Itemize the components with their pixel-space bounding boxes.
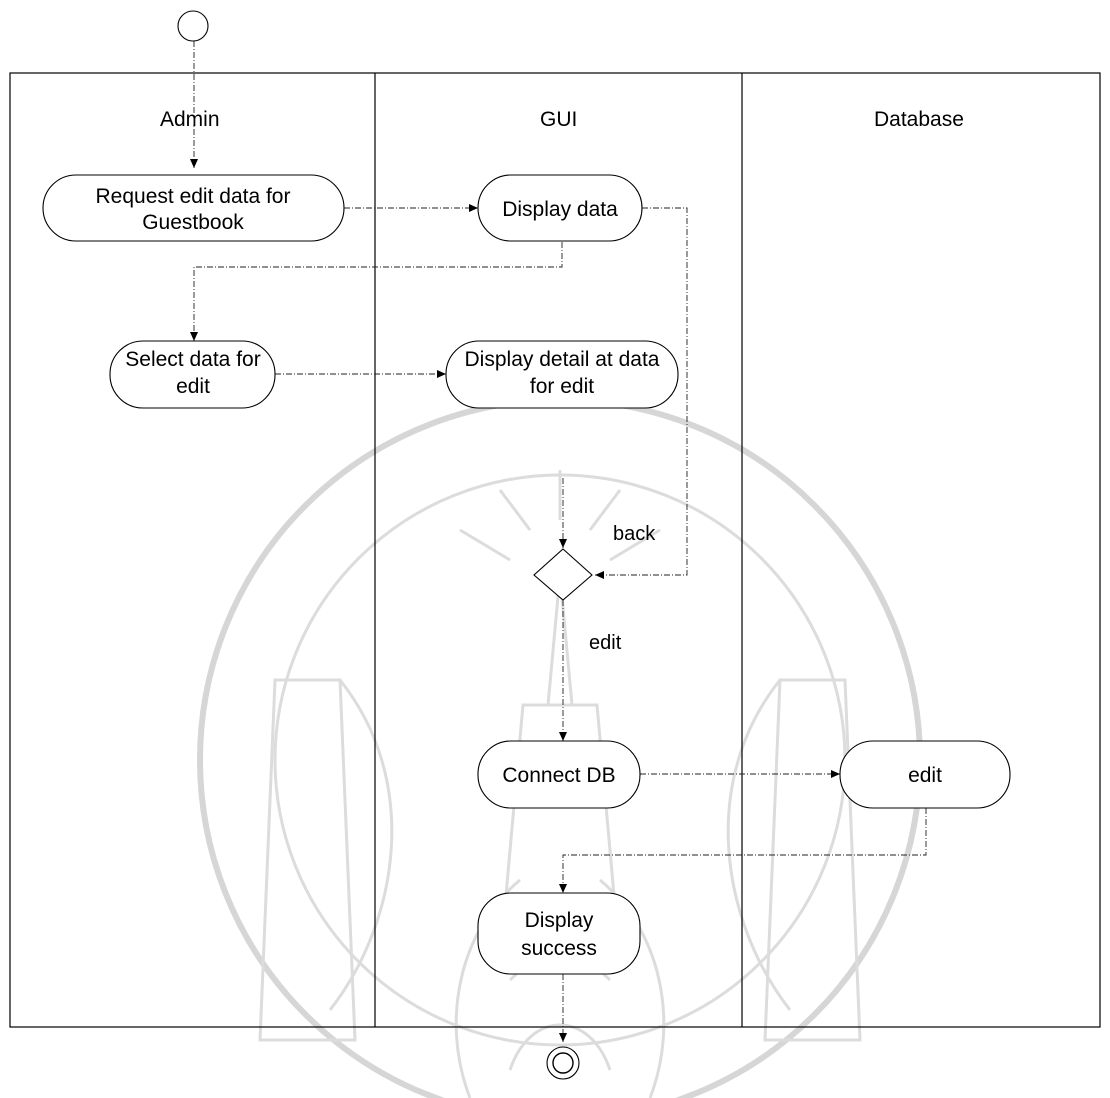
lane-title-gui: GUI xyxy=(540,108,577,131)
guard-back: back xyxy=(613,523,656,545)
activity-select-data-for-edit: Select data for edit xyxy=(110,341,275,408)
initial-node xyxy=(178,11,208,41)
display-detail-label-line2: for edit xyxy=(530,375,594,398)
display-success-label-line1: Display xyxy=(525,909,594,932)
activity-connect-db: Connect DB xyxy=(478,741,640,808)
activity-display-detail: Display detail at data for edit xyxy=(446,341,678,408)
request-edit-label-line1: Request edit data for xyxy=(96,185,291,208)
select-data-label-line1: Select data for xyxy=(125,348,260,371)
display-data-label: Display data xyxy=(502,198,618,221)
display-detail-label-line1: Display detail at data xyxy=(465,348,660,371)
connect-db-label: Connect DB xyxy=(502,764,615,787)
activity-db-edit: edit xyxy=(840,741,1010,808)
final-node xyxy=(547,1047,579,1079)
db-edit-label: edit xyxy=(908,764,942,787)
select-data-label-line2: edit xyxy=(176,375,210,398)
flow-display-data-to-select xyxy=(194,242,562,341)
activity-display-success: Display success xyxy=(478,893,640,974)
display-success-label-line2: success xyxy=(521,937,597,960)
flow-db-edit-to-display-success xyxy=(563,808,926,893)
guard-edit: edit xyxy=(589,632,622,654)
activity-display-data: Display data xyxy=(478,175,642,241)
lane-title-database: Database xyxy=(874,108,964,131)
activity-request-edit-data: Request edit data for Guestbook xyxy=(43,175,344,241)
request-edit-label-line2: Guestbook xyxy=(142,211,244,234)
lane-title-admin: Admin xyxy=(160,108,220,131)
decision-node: back edit xyxy=(534,523,656,654)
